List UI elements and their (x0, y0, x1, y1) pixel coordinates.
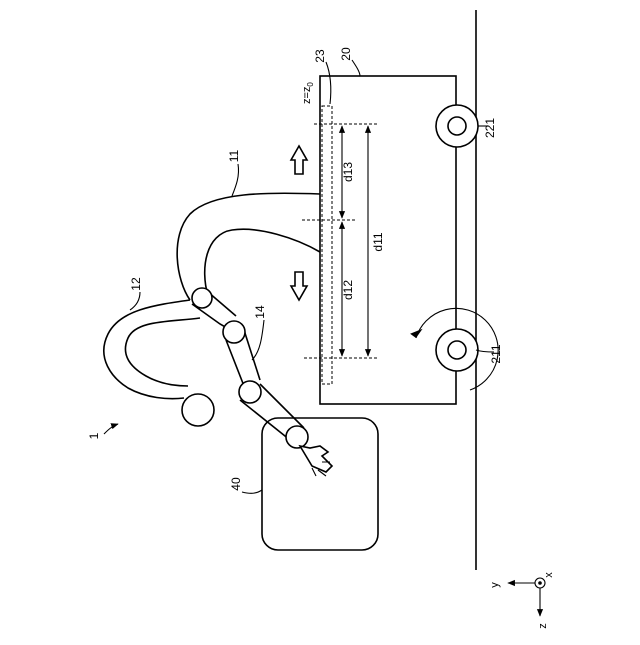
label-221: 221 (483, 118, 497, 138)
manipulator-joint-4 (286, 426, 308, 448)
manipulator-joint-1 (192, 288, 212, 308)
label-1: 1 (87, 432, 101, 439)
axis-x-label: x (543, 572, 555, 578)
label-11: 11 (227, 149, 241, 162)
label-23: 23 (313, 49, 327, 63)
axis-z-label: z (537, 623, 549, 629)
rail-outline (322, 106, 332, 384)
move-up-arrow (291, 146, 307, 174)
leader-11 (232, 164, 239, 196)
label-40: 40 (229, 477, 243, 491)
manipulator-link-2a (226, 340, 244, 386)
axis-y-label: y (489, 582, 501, 588)
arm-body-outer (177, 193, 320, 300)
gripper (300, 446, 332, 472)
cable-outer (104, 300, 190, 399)
label-20: 20 (339, 47, 353, 61)
target-box (262, 418, 378, 550)
manipulator-joint-2 (223, 321, 245, 343)
axis-indicator: x y z (489, 572, 555, 629)
cable-end-ball (182, 394, 214, 426)
manipulator-link-2b (244, 330, 260, 380)
caster-front-wheel (436, 329, 478, 371)
leader-20 (352, 60, 360, 76)
leader-40 (242, 490, 262, 493)
leader-14 (252, 320, 264, 360)
leader-12 (130, 292, 140, 310)
label-14: 14 (253, 305, 267, 319)
caster-rear-wheel (436, 105, 478, 147)
move-down-arrow (291, 272, 307, 300)
cable-inner (125, 318, 200, 386)
leader-23 (326, 62, 331, 104)
label-d11: d11 (371, 232, 385, 251)
label-z-eq: z=z0 (301, 82, 315, 104)
label-211: 211 (489, 344, 503, 363)
label-d12: d12 (341, 280, 355, 300)
label-12: 12 (129, 277, 143, 291)
leader-1 (104, 424, 118, 434)
label-d13: d13 (341, 162, 355, 182)
manipulator-joint-3 (239, 381, 261, 403)
